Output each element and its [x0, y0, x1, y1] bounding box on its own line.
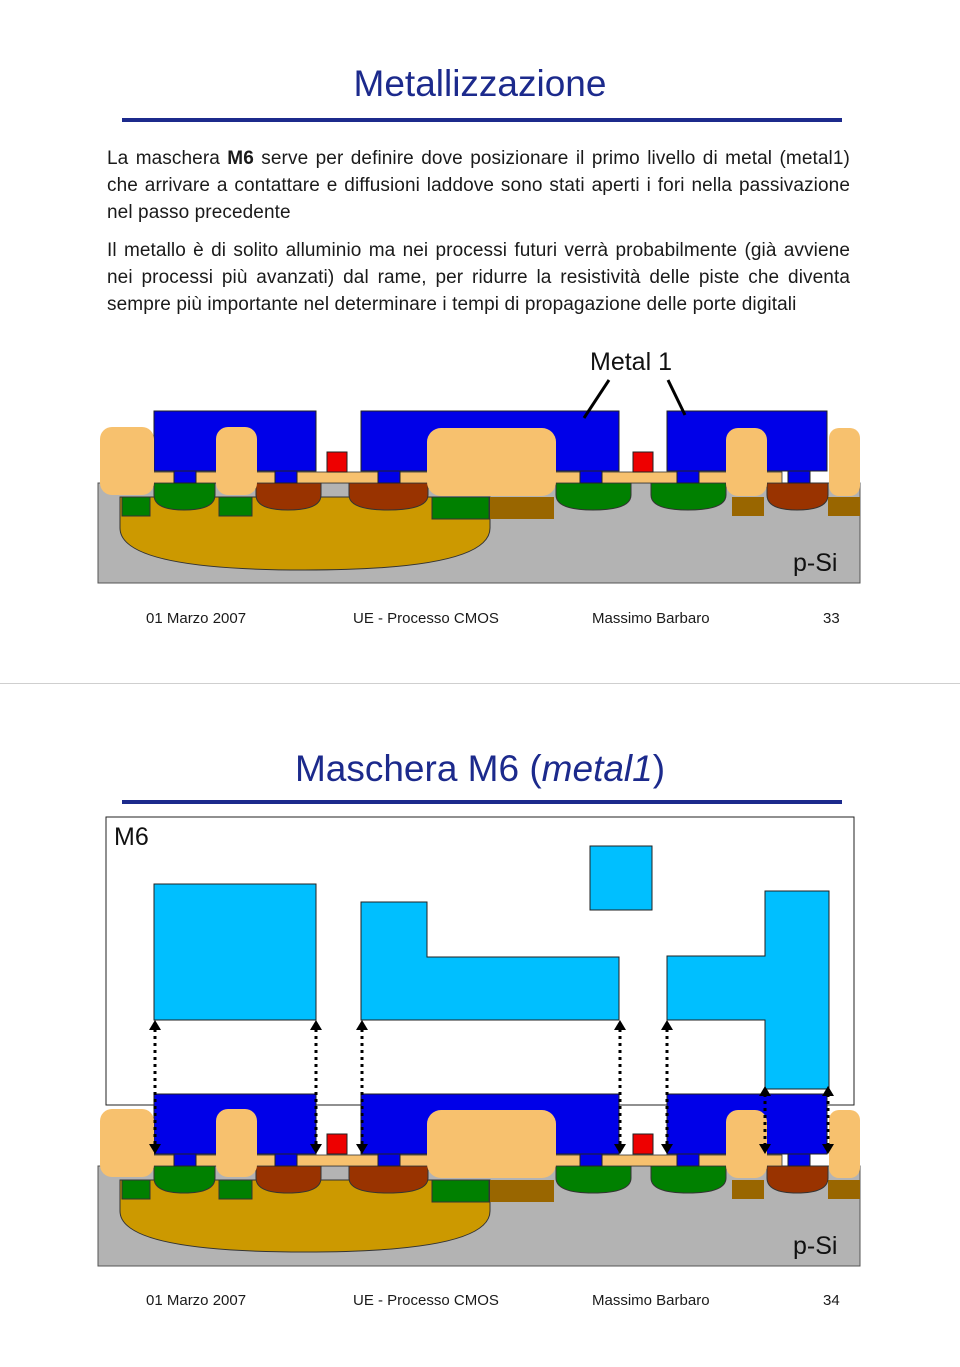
field-oxide	[100, 1109, 154, 1177]
footer-author: Massimo Barbaro	[592, 610, 710, 627]
footer-page-number: 34	[823, 1292, 840, 1309]
mask-name-bold: M6	[227, 148, 254, 169]
n-well-tap	[431, 496, 490, 520]
mask-shape	[589, 845, 653, 911]
paragraph-mask-description: La maschera M6 serve per definire dove p…	[107, 145, 850, 226]
n-diffusion	[153, 482, 216, 511]
p-diffusion	[766, 482, 829, 511]
p-diffusion	[348, 1165, 429, 1194]
alignment-arrowheads	[149, 1020, 834, 1154]
poly-gate	[632, 1133, 654, 1155]
metal1-callout-label: Metal 1	[590, 348, 672, 376]
p-substrate-tap	[490, 1180, 554, 1202]
page-divider	[0, 683, 960, 684]
n-well-contact	[121, 1179, 151, 1200]
slide-33: Metallizzazione La maschera M6 serve per…	[0, 0, 960, 683]
footer-date: 01 Marzo 2007	[146, 1292, 247, 1309]
footer-date: 01 Marzo 2007	[146, 610, 247, 627]
poly-gate	[326, 1133, 348, 1155]
p-diffusion	[255, 482, 322, 511]
n-well	[119, 1179, 491, 1253]
footer-page-number: 33	[823, 610, 840, 627]
mask-and-cross-section-diagram	[97, 816, 861, 1267]
slide-title: Maschera M6 (metal1)	[0, 748, 960, 790]
title-rule	[122, 800, 842, 804]
mask-shape	[360, 901, 620, 1021]
mask-shape	[666, 890, 830, 1090]
mask-shape	[153, 883, 317, 1021]
n-diffusion	[650, 482, 727, 511]
slide-34: Maschera M6 (metal1)	[0, 684, 960, 1367]
slide-title: Metallizzazione	[353, 63, 607, 104]
callout-arrow	[582, 379, 611, 419]
field-oxide	[726, 428, 767, 496]
mask-label: M6	[114, 823, 149, 851]
n-diffusion	[153, 1165, 216, 1194]
p-diffusion	[255, 1165, 322, 1194]
alignment-guides	[153, 1029, 830, 1146]
callout-arrow	[666, 379, 687, 416]
p-diffusion	[348, 482, 429, 511]
field-oxide	[100, 427, 154, 495]
p-tap	[732, 1180, 764, 1199]
title-text: )	[652, 748, 666, 789]
footer-course: UE - Processo CMOS	[353, 610, 499, 627]
n-well-tap	[431, 1179, 490, 1203]
n-well	[119, 496, 491, 571]
title-text: Maschera M6 (	[294, 748, 542, 789]
cross-section-diagram	[97, 379, 861, 584]
title-rule	[122, 118, 842, 122]
n-diffusion	[555, 482, 632, 511]
poly-gate	[326, 451, 348, 473]
field-oxide	[427, 428, 556, 496]
field-oxide	[216, 1109, 257, 1177]
p-tap	[732, 497, 764, 516]
text-run: serve per definire dove posizionare il p…	[107, 148, 850, 223]
p-substrate-tap	[490, 497, 554, 519]
paragraph-metal-material: Il metallo è di solito alluminio ma nei …	[107, 240, 850, 315]
p-diffusion	[766, 1165, 829, 1194]
n-diffusion	[555, 1165, 632, 1194]
text-run: La maschera	[107, 148, 228, 169]
footer-author: Massimo Barbaro	[592, 1292, 710, 1309]
p-tap	[828, 497, 860, 516]
footer-course: UE - Processo CMOS	[353, 1292, 499, 1309]
poly-gate	[632, 451, 654, 473]
n-diffusion	[218, 1179, 253, 1200]
field-oxide	[216, 427, 257, 495]
field-oxide	[829, 1110, 860, 1178]
n-diffusion	[650, 1165, 727, 1194]
field-oxide	[726, 1110, 767, 1178]
field-oxide	[829, 428, 860, 496]
p-tap	[828, 1180, 860, 1199]
substrate-label: p-Si	[793, 1232, 838, 1260]
field-oxide	[427, 1110, 556, 1178]
n-well-contact	[121, 496, 151, 517]
substrate-label: p-Si	[793, 549, 838, 577]
title-italic: metal1	[541, 748, 653, 789]
n-diffusion	[218, 496, 253, 517]
